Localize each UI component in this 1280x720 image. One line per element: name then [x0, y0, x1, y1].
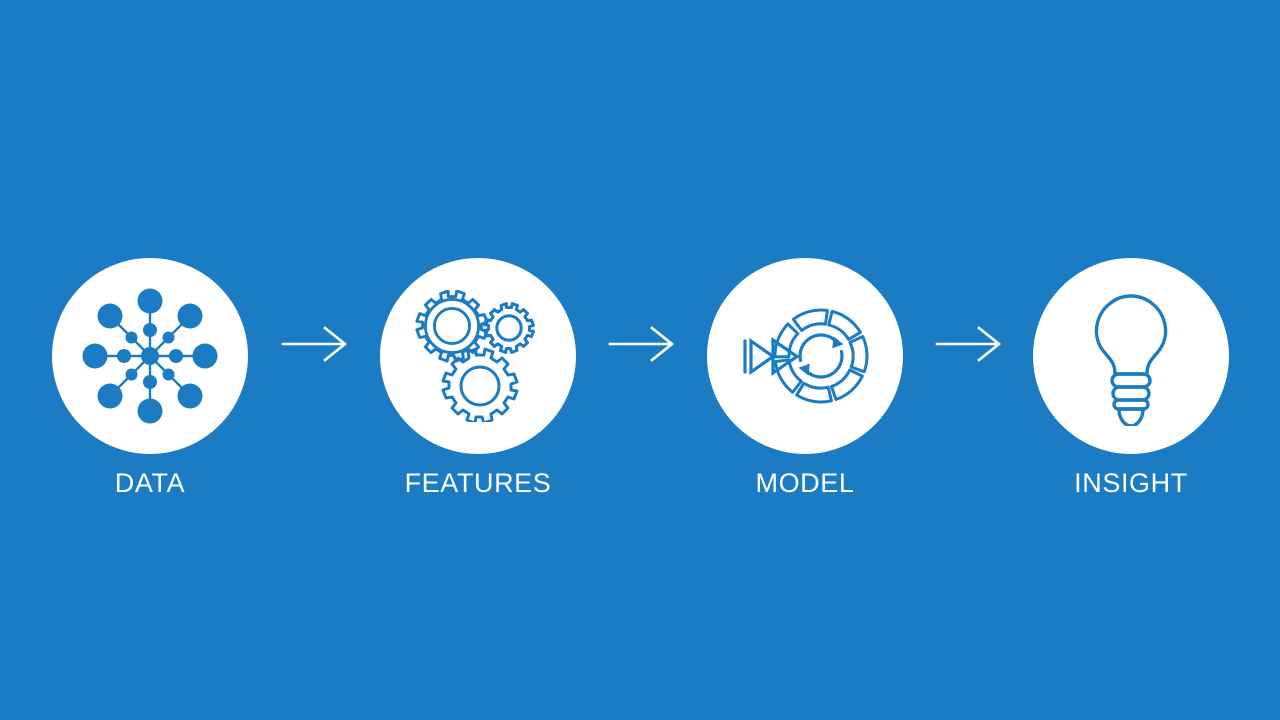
step-disc-data	[52, 258, 248, 454]
lightbulb-icon	[1071, 286, 1191, 426]
gears-icon	[412, 290, 544, 422]
step-disc-insight	[1033, 258, 1229, 454]
model-wheel-icon	[735, 288, 875, 424]
step-label-model: MODEL	[755, 468, 855, 498]
step-label-features: FEATURES	[404, 468, 552, 498]
pipeline-step-insight[interactable]: INSIGHT	[1001, 258, 1261, 497]
step-disc-model	[707, 258, 903, 454]
network-hub-icon	[80, 286, 220, 426]
arrow-right-icon-1	[281, 326, 351, 362]
step-label-data: DATA	[114, 468, 186, 498]
arrow-right-icon-2	[608, 326, 678, 362]
step-label-insight: INSIGHT	[1074, 468, 1188, 498]
pipeline-step-features[interactable]: FEATURES	[348, 258, 608, 497]
pipeline-step-data[interactable]: DATA	[20, 258, 280, 497]
pipeline-step-model[interactable]: MODEL	[675, 258, 935, 497]
step-disc-features	[380, 258, 576, 454]
arrow-right-icon-3	[935, 326, 1005, 362]
